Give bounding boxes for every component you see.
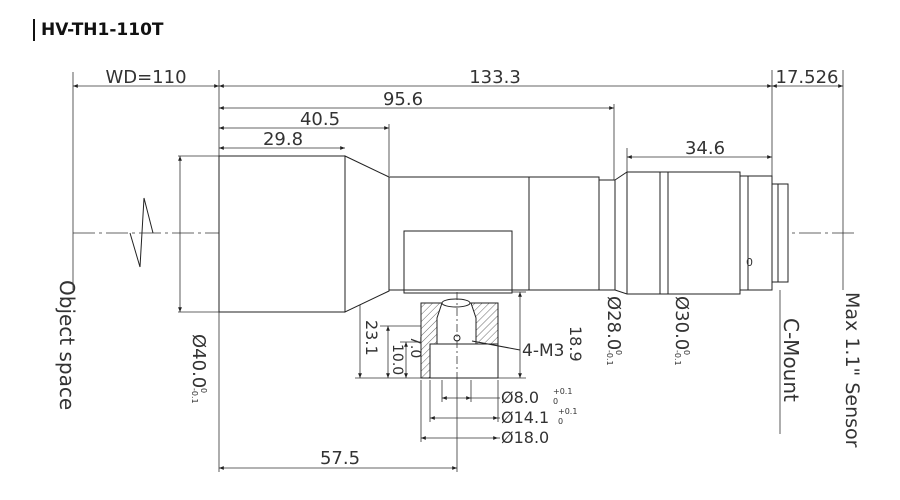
dim-height-23: 23.1 bbox=[362, 320, 381, 356]
tol-lower: -0.1 bbox=[190, 388, 199, 404]
tol-lower-28: -0.1 bbox=[605, 350, 614, 366]
extension-lines bbox=[72, 70, 844, 472]
title-block: HV-TH1-110T bbox=[33, 17, 164, 43]
dim-diameter-40-group: Ø40.0 0 -0.1 bbox=[188, 334, 209, 404]
dim-length-34: 34.6 bbox=[685, 138, 725, 159]
collar bbox=[598, 179, 616, 291]
dim-flange-distance: 17.526 bbox=[776, 67, 839, 88]
sensor-label: Max 1.1" Sensor bbox=[841, 292, 863, 448]
thread-label: 4-M3 bbox=[522, 341, 564, 361]
dim-wd: WD=110 bbox=[105, 67, 186, 88]
dim-height-7-group: 7.0 bbox=[407, 336, 423, 358]
dim-length-29: 29.8 bbox=[263, 129, 303, 150]
lens-model-title: HV-TH1-110T bbox=[41, 20, 164, 40]
mounting-block bbox=[403, 230, 513, 291]
tol-upper-28: 0 bbox=[614, 350, 623, 355]
dim-diameter-8: Ø8.0 bbox=[501, 388, 539, 407]
tol-pos-8: +0.1 bbox=[553, 387, 572, 396]
dim-diameter-30-group: Ø30.0 0 -0.1 bbox=[671, 296, 692, 366]
front-barrel bbox=[218, 155, 346, 313]
tol-zero-8: 0 bbox=[553, 397, 558, 406]
focus-mark: 0 bbox=[746, 256, 753, 269]
title-bar bbox=[33, 19, 35, 41]
dim-height-7: 7.0 bbox=[407, 336, 423, 358]
c-mount-label: C-Mount bbox=[779, 318, 803, 402]
focus-section bbox=[614, 171, 741, 295]
tol-upper-30: 0 bbox=[682, 350, 691, 355]
dim-height-10: 10.0 bbox=[389, 344, 405, 375]
dim-length-95: 95.6 bbox=[383, 89, 423, 110]
dim-height-18-group: 18.9 bbox=[566, 326, 585, 362]
dim-diameter-28-group: Ø28.0 0 -0.1 bbox=[603, 296, 624, 366]
object-space-group: Object space bbox=[55, 280, 79, 410]
tol-lower-30: -0.1 bbox=[673, 350, 682, 366]
c-mount-group: C-Mount bbox=[779, 318, 803, 402]
break-symbol bbox=[129, 197, 154, 268]
dim-height-10-group: 10.0 bbox=[389, 344, 405, 375]
dim-length-40: 40.5 bbox=[300, 109, 340, 130]
tol-zero-14: 0 bbox=[558, 417, 563, 426]
dim-diameter-30: Ø30.0 bbox=[671, 296, 692, 350]
dim-diameter-14: Ø14.1 bbox=[501, 408, 549, 427]
tol-pos-14: +0.1 bbox=[558, 407, 577, 416]
sensor-group: Max 1.1" Sensor bbox=[841, 292, 863, 448]
dim-diameter-40: Ø40.0 bbox=[188, 334, 209, 388]
c-mount-thread bbox=[771, 183, 789, 283]
tol-upper: 0 bbox=[199, 388, 208, 393]
taper-section bbox=[344, 155, 390, 313]
mount-ring bbox=[739, 175, 773, 291]
dim-diameter-28: Ø28.0 bbox=[603, 296, 624, 350]
dim-height-18: 18.9 bbox=[566, 326, 585, 362]
dim-length-57: 57.5 bbox=[320, 448, 360, 469]
dim-diameter-18: Ø18.0 bbox=[501, 428, 549, 447]
rear-barrel bbox=[528, 176, 600, 291]
object-space-label: Object space bbox=[55, 280, 79, 410]
dim-height-23-group: 23.1 bbox=[362, 320, 381, 356]
dim-total-length: 133.3 bbox=[469, 67, 521, 88]
lens-body bbox=[218, 155, 789, 380]
